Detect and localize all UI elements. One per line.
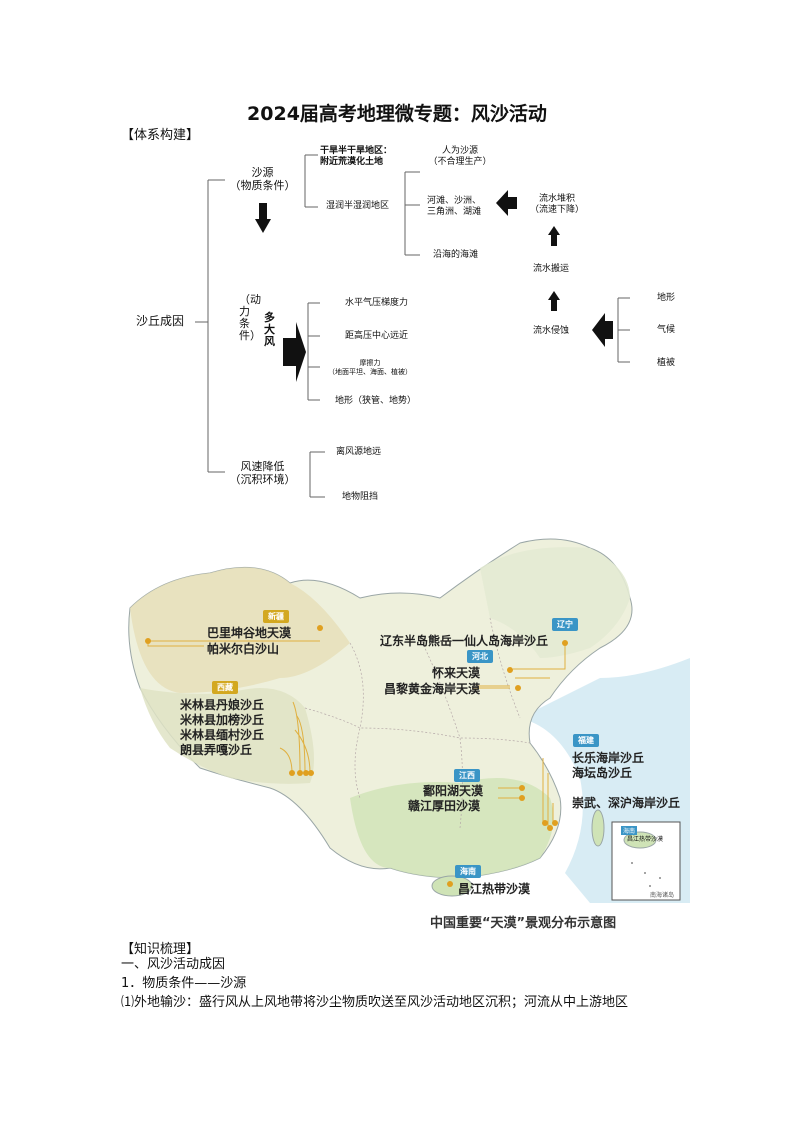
node-human-l2: （不合理生产） xyxy=(428,157,492,167)
node-dynamic: （动力条件） xyxy=(239,293,261,342)
map-caption: 中国重要“天漠”景观分布示意图 xyxy=(430,916,617,931)
node-fluvial-erosion: 流水侵蚀 xyxy=(533,326,570,336)
node-fluvial-deposit-l2: （流速下降） xyxy=(529,205,584,215)
china-map: 新疆 西藏 辽宁 河北 江西 福建 海南 巴里坤谷地天漠 帕米尔白沙山 米林县丹… xyxy=(120,528,690,933)
page-title: 2024届高考地理微专题：风沙活动 xyxy=(247,103,547,125)
factor-vegetation: 植被 xyxy=(657,358,676,368)
site-haitan: 海坛岛沙丘 xyxy=(572,766,633,780)
site-pamir: 帕米尔白沙山 xyxy=(207,642,280,656)
node-wind: 多大风 xyxy=(264,311,275,348)
inset-site: 昌江热带沙漠 xyxy=(627,836,664,843)
prov-hebei: 河北 xyxy=(467,650,493,663)
node-source-l2: （物质条件） xyxy=(229,179,296,192)
node-river-l1: 河滩、沙洲、 xyxy=(427,196,482,206)
paragraph-1: ⑴外地输沙：盛行风从上风地带将沙尘物质吹送至风沙活动地区沉积；河流从中上游地区 xyxy=(121,995,629,1010)
heading-material: 1．物质条件——沙源 xyxy=(121,976,247,991)
node-arid: 干旱半干旱地区： 附近荒漠化土地 xyxy=(320,146,392,168)
prov-xinjiang: 新疆 xyxy=(263,610,289,623)
prov-jiangxi: 江西 xyxy=(454,769,480,782)
prov-hainan: 海南 xyxy=(455,865,481,878)
node-human-l1: 人为沙源 xyxy=(441,146,478,156)
root-node: 沙丘成因 xyxy=(136,314,185,328)
site-nongga: 朗县弄嘎沙丘 xyxy=(180,743,253,757)
node-source-l1: 沙源 xyxy=(251,166,274,179)
friction-l2: （地面平坦、海面、植被） xyxy=(328,368,412,376)
node-deposit-l1: 风速降低 xyxy=(240,460,285,473)
site-huailai: 怀来天漠 xyxy=(432,666,481,680)
site-houtian: 赣江厚田沙漠 xyxy=(408,799,481,813)
site-changle: 长乐海岸沙丘 xyxy=(572,751,645,765)
node-river: 河滩、沙洲、 三角洲、湖滩 xyxy=(427,196,481,218)
wind-factor-gradient: 水平气压梯度力 xyxy=(345,298,409,308)
section-knowledge: 【知识梳理】 xyxy=(121,942,200,957)
factor-terrain: 地形 xyxy=(657,293,676,303)
map-leaders xyxy=(145,625,568,887)
node-beach: 沿海的海滩 xyxy=(433,250,479,260)
wind-factor-terrain: 地形（狭管、地势） xyxy=(335,396,417,406)
factor-climate: 气候 xyxy=(657,325,676,335)
node-arid-l1: 干旱半干旱地区： xyxy=(320,146,393,156)
node-river-l2: 三角洲、湖滩 xyxy=(427,207,482,217)
node-deposit-l2: （沉积环境） xyxy=(229,473,296,486)
node-fluvial-transport: 流水搬运 xyxy=(533,264,570,274)
site-jiabang: 米林县加榜沙丘 xyxy=(180,713,265,727)
site-xiongyue: 辽东半岛熊岳一仙人岛海岸沙丘 xyxy=(380,634,549,648)
node-arid-l2: 附近荒漠化土地 xyxy=(320,157,384,167)
inset-prov: 海南 xyxy=(621,826,638,835)
prov-liaoning: 辽宁 xyxy=(552,618,578,631)
heading-causes: 一、风沙活动成因 xyxy=(121,957,226,972)
prov-fujian: 福建 xyxy=(573,734,599,747)
deposit-factor-far: 离风源地远 xyxy=(336,447,382,457)
site-poyang: 鄱阳湖天漠 xyxy=(423,784,484,798)
map-base xyxy=(120,528,690,933)
node-fluvial-deposit-l1: 流水堆积 xyxy=(538,194,575,204)
site-miancun: 米林县缅村沙丘 xyxy=(180,728,265,742)
wind-factor-distance: 距高压中心远近 xyxy=(345,331,409,341)
site-chongwu: 崇武、深沪海岸沙丘 xyxy=(572,796,681,810)
site-changjiang: 昌江热带沙漠 xyxy=(458,882,531,896)
diagram-connectors xyxy=(195,154,630,498)
site-danniang: 米林县丹娘沙丘 xyxy=(180,698,265,712)
friction-l1: 摩擦力 xyxy=(359,359,381,367)
node-human: 人为沙源 （不合理生产） xyxy=(420,146,500,168)
site-balikun: 巴里坤谷地天漠 xyxy=(207,626,292,640)
node-source: 沙源 （物质条件） xyxy=(225,166,300,192)
deposit-factor-obstacle: 地物阻挡 xyxy=(342,492,379,502)
section-system: 【体系构建】 xyxy=(121,128,200,143)
node-fluvial-deposit: 流水堆积 （流速下降） xyxy=(522,194,592,216)
node-humid: 湿润半湿润地区 xyxy=(326,201,390,211)
wind-factor-friction: 摩擦力 （地面平坦、海面、植被） xyxy=(325,359,415,377)
inset-label: 南海诸岛 xyxy=(650,892,675,899)
prov-xizang: 西藏 xyxy=(212,681,238,694)
site-changli: 昌黎黄金海岸天漠 xyxy=(384,682,481,696)
node-deposit: 风速降低 （沉积环境） xyxy=(225,460,300,486)
